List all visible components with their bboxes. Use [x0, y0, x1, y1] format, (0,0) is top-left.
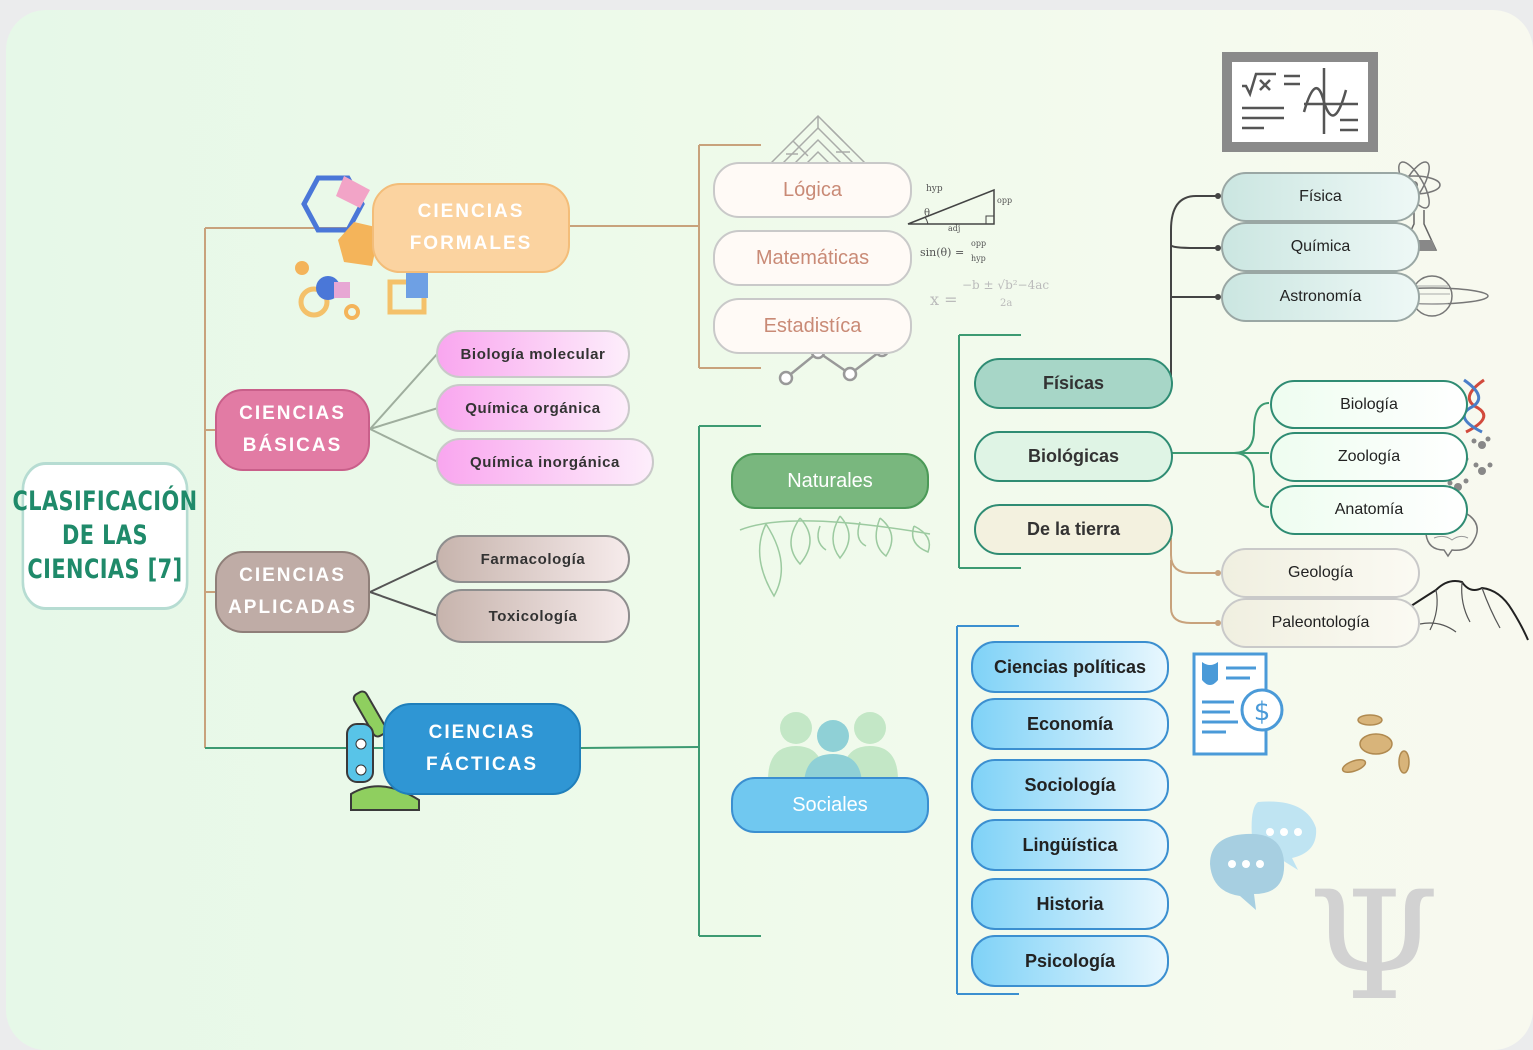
psi-icon: Ψ	[1308, 860, 1440, 1034]
de-la-tierra-node[interactable]: De la tierra	[974, 504, 1173, 555]
biologicas-node[interactable]: Biológicas	[974, 431, 1173, 482]
ciencias-formales-node[interactable]: CIENCIAS FORMALES	[372, 183, 570, 273]
hyp-label: hyp	[926, 184, 943, 194]
document-dollar-icon: $	[1192, 652, 1284, 756]
formal-item-logica[interactable]: Lógica	[713, 162, 912, 218]
opp-label: opp	[997, 196, 1013, 205]
microscope-icon	[346, 690, 420, 811]
formal-item-estadistica[interactable]: Estadistíca	[713, 298, 912, 354]
aplicada-item-farmacologia[interactable]: Farmacología	[436, 535, 630, 583]
ciencias-basicas-node[interactable]: CIENCIAS BÁSICAS	[215, 389, 370, 471]
sociales-item-psicologia[interactable]: Psicología	[971, 935, 1169, 987]
theta-label: θ	[924, 208, 931, 219]
basica-item-quimica-inorganica[interactable]: Química inorgánica	[436, 438, 654, 486]
naturales-node[interactable]: Naturales	[731, 453, 929, 509]
leaves-icon	[739, 515, 931, 598]
geometric-shapes-icon	[295, 175, 428, 320]
biologicas-item-anatomia[interactable]: Anatomía	[1270, 485, 1468, 535]
chalkboard-icon	[1222, 52, 1378, 152]
sociales-item-historia[interactable]: Historia	[971, 878, 1169, 930]
dna-icon	[1462, 378, 1486, 434]
sine-formula-num: opp	[971, 239, 987, 248]
sociales-item-sociologia[interactable]: Sociología	[971, 759, 1169, 811]
maze-icon	[767, 114, 869, 167]
tierra-item-paleontologia[interactable]: Paleontología	[1221, 598, 1420, 648]
root-title[interactable]: CLASIFICACIÓN DE LAS CIENCIAS [7]	[12, 462, 197, 610]
biologicas-item-zoologia[interactable]: Zoología	[1270, 432, 1468, 482]
biologicas-item-biologia[interactable]: Biología	[1270, 380, 1468, 429]
aplicada-item-toxicologia[interactable]: Toxicología	[436, 589, 630, 643]
sociales-item-economia[interactable]: Economía	[971, 698, 1169, 750]
ciencias-facticas-node[interactable]: CIENCIAS FÁCTICAS	[383, 703, 581, 795]
ciencias-aplicadas-node[interactable]: CIENCIAS APLICADAS	[215, 551, 370, 633]
quadratic-lhs: x =	[930, 290, 958, 309]
basica-item-biologia-molecular[interactable]: Biología molecular	[436, 330, 630, 378]
coins-icon	[1341, 714, 1410, 774]
adj-label: adj	[948, 224, 961, 233]
triangle-diagram-icon	[907, 188, 995, 225]
svg-text:$: $	[1254, 697, 1271, 727]
formal-item-matematicas[interactable]: Matemáticas	[713, 230, 912, 286]
fisicas-item-astronomia[interactable]: Astronomía	[1221, 272, 1420, 322]
sine-formula-den: hyp	[971, 254, 986, 263]
quadratic-num: −b ± √b²−4ac	[962, 278, 1050, 292]
sociales-item-ciencias-politicas[interactable]: Ciencias políticas	[971, 641, 1169, 693]
chat-bubbles-icon	[1210, 801, 1317, 910]
sine-formula-lhs: sin(θ) =	[920, 246, 965, 259]
fisicas-item-quimica[interactable]: Química	[1221, 222, 1420, 272]
mind-map-board: hyp opp adj θ sin(θ) = opp hyp x = −b ± …	[6, 10, 1533, 1050]
fisicas-node[interactable]: Físicas	[974, 358, 1173, 409]
sociales-item-linguistica[interactable]: Lingüística	[971, 819, 1169, 871]
people-group-icon	[768, 712, 898, 786]
quadratic-den: 2a	[1000, 298, 1013, 309]
tierra-item-geologia[interactable]: Geología	[1221, 548, 1420, 598]
basica-item-quimica-organica[interactable]: Química orgánica	[436, 384, 630, 432]
fisicas-item-fisica[interactable]: Física	[1221, 172, 1420, 222]
sociales-node[interactable]: Sociales	[731, 777, 929, 833]
connector-lines	[204, 144, 1270, 995]
mountain-icon	[1401, 580, 1529, 641]
